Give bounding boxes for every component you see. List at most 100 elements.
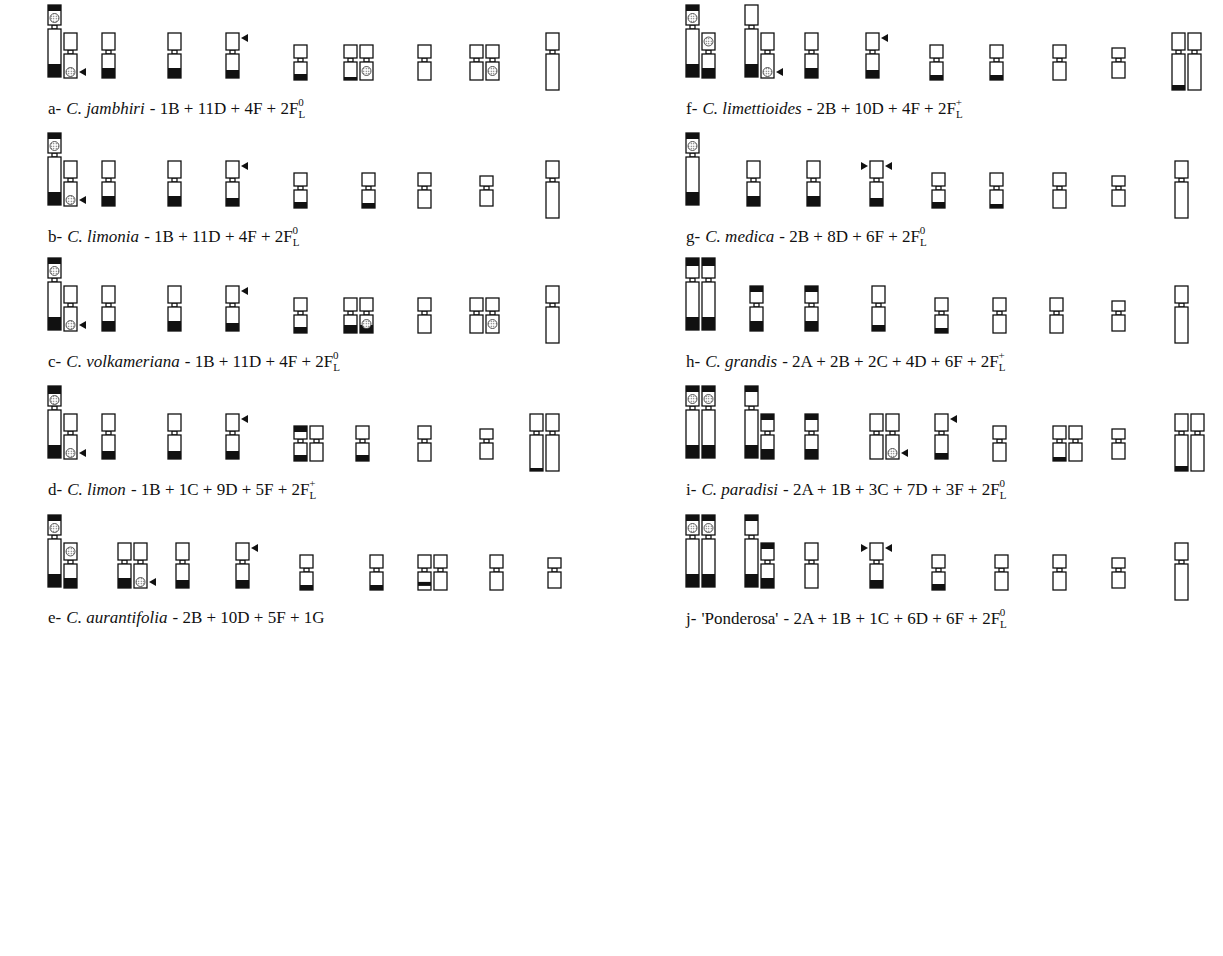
long-arm xyxy=(64,564,77,588)
chromosome xyxy=(1112,48,1125,78)
cma-band xyxy=(530,468,543,471)
long-arm xyxy=(226,182,239,206)
chromosome xyxy=(702,33,715,78)
long-arm xyxy=(1053,190,1066,208)
nor-site xyxy=(704,395,713,404)
long-arm xyxy=(168,182,181,206)
chromosome xyxy=(48,258,61,330)
chromosome xyxy=(530,414,543,471)
chromosome xyxy=(294,298,307,333)
chromosome xyxy=(168,414,181,459)
chromosome xyxy=(872,286,885,331)
long-arm xyxy=(294,190,307,208)
nor-site xyxy=(704,37,713,46)
cma-band xyxy=(702,68,715,78)
nor-site xyxy=(688,14,697,23)
nor-site xyxy=(66,449,75,458)
short-arm xyxy=(418,173,431,186)
chromosome xyxy=(1112,176,1125,206)
chromosome xyxy=(470,298,483,333)
chromosome xyxy=(226,286,248,331)
caption-text: 'Ponderosa' xyxy=(701,609,778,628)
short-arm xyxy=(1175,414,1188,431)
cma-band xyxy=(300,585,313,590)
cma-band xyxy=(48,64,61,77)
karyotype-panel xyxy=(686,133,1188,218)
caption-text: a- xyxy=(48,99,61,118)
long-arm xyxy=(686,282,699,330)
short-arm xyxy=(64,286,77,303)
caption-text: i- xyxy=(686,480,696,499)
cma-band xyxy=(370,585,383,590)
long-arm xyxy=(1112,572,1125,588)
long-arm xyxy=(418,572,431,590)
long-arm xyxy=(1188,54,1201,90)
chromosome xyxy=(64,414,86,459)
chromosome xyxy=(134,543,156,588)
long-arm xyxy=(294,62,307,80)
long-arm xyxy=(434,572,447,590)
short-arm xyxy=(48,258,61,278)
cma-band xyxy=(805,321,818,331)
long-arm xyxy=(102,307,115,331)
short-arm xyxy=(480,429,493,439)
short-arm xyxy=(102,414,115,431)
cma-band xyxy=(686,5,699,11)
short-arm xyxy=(64,33,77,50)
short-arm xyxy=(48,515,61,535)
cma-band xyxy=(750,321,763,331)
short-arm xyxy=(418,45,431,58)
chromosome xyxy=(434,555,447,590)
chromosome xyxy=(356,426,369,461)
long-arm xyxy=(686,157,699,205)
long-arm xyxy=(102,54,115,78)
nor-site xyxy=(488,320,497,329)
arrowhead-marker xyxy=(950,415,957,423)
cma-band xyxy=(294,327,307,333)
long-arm xyxy=(310,443,323,461)
chromosome xyxy=(1191,414,1204,471)
short-arm xyxy=(990,45,1003,58)
long-arm xyxy=(48,410,61,458)
cma-band xyxy=(686,515,699,521)
long-arm xyxy=(294,443,307,461)
long-arm xyxy=(418,315,431,333)
long-arm xyxy=(1053,62,1066,80)
long-arm xyxy=(930,62,943,80)
cma-band xyxy=(686,133,699,139)
cma-band xyxy=(294,202,307,208)
caption-text: - 1B + 11D + 4F + 2F xyxy=(185,352,334,371)
short-arm xyxy=(546,161,559,178)
short-arm xyxy=(486,298,499,311)
short-arm xyxy=(344,45,357,58)
long-arm xyxy=(102,435,115,459)
long-arm xyxy=(750,307,763,331)
cma-band xyxy=(761,414,774,420)
short-arm xyxy=(932,173,945,186)
cma-band xyxy=(1053,457,1066,461)
long-arm xyxy=(1112,443,1125,459)
cma-band xyxy=(48,258,61,264)
short-arm xyxy=(805,33,818,50)
short-arm xyxy=(236,543,249,560)
chromosome xyxy=(360,298,373,333)
long-arm xyxy=(300,572,313,590)
long-arm xyxy=(1175,182,1188,218)
chromosome xyxy=(1053,173,1066,208)
short-arm xyxy=(935,414,948,431)
cma-band xyxy=(805,286,818,292)
short-arm xyxy=(64,543,77,560)
formula-index: L xyxy=(333,361,340,373)
karyotype-panel xyxy=(48,258,559,343)
chromosome xyxy=(935,298,948,333)
chromosome xyxy=(686,258,699,330)
caption-text: h- xyxy=(686,352,700,371)
long-arm xyxy=(866,54,879,78)
short-arm xyxy=(486,45,499,58)
chromosome xyxy=(418,426,431,461)
cma-band xyxy=(702,574,715,587)
short-arm xyxy=(1175,161,1188,178)
cma-band xyxy=(805,449,818,459)
caption-text: b- xyxy=(48,227,62,246)
long-arm xyxy=(745,410,758,458)
